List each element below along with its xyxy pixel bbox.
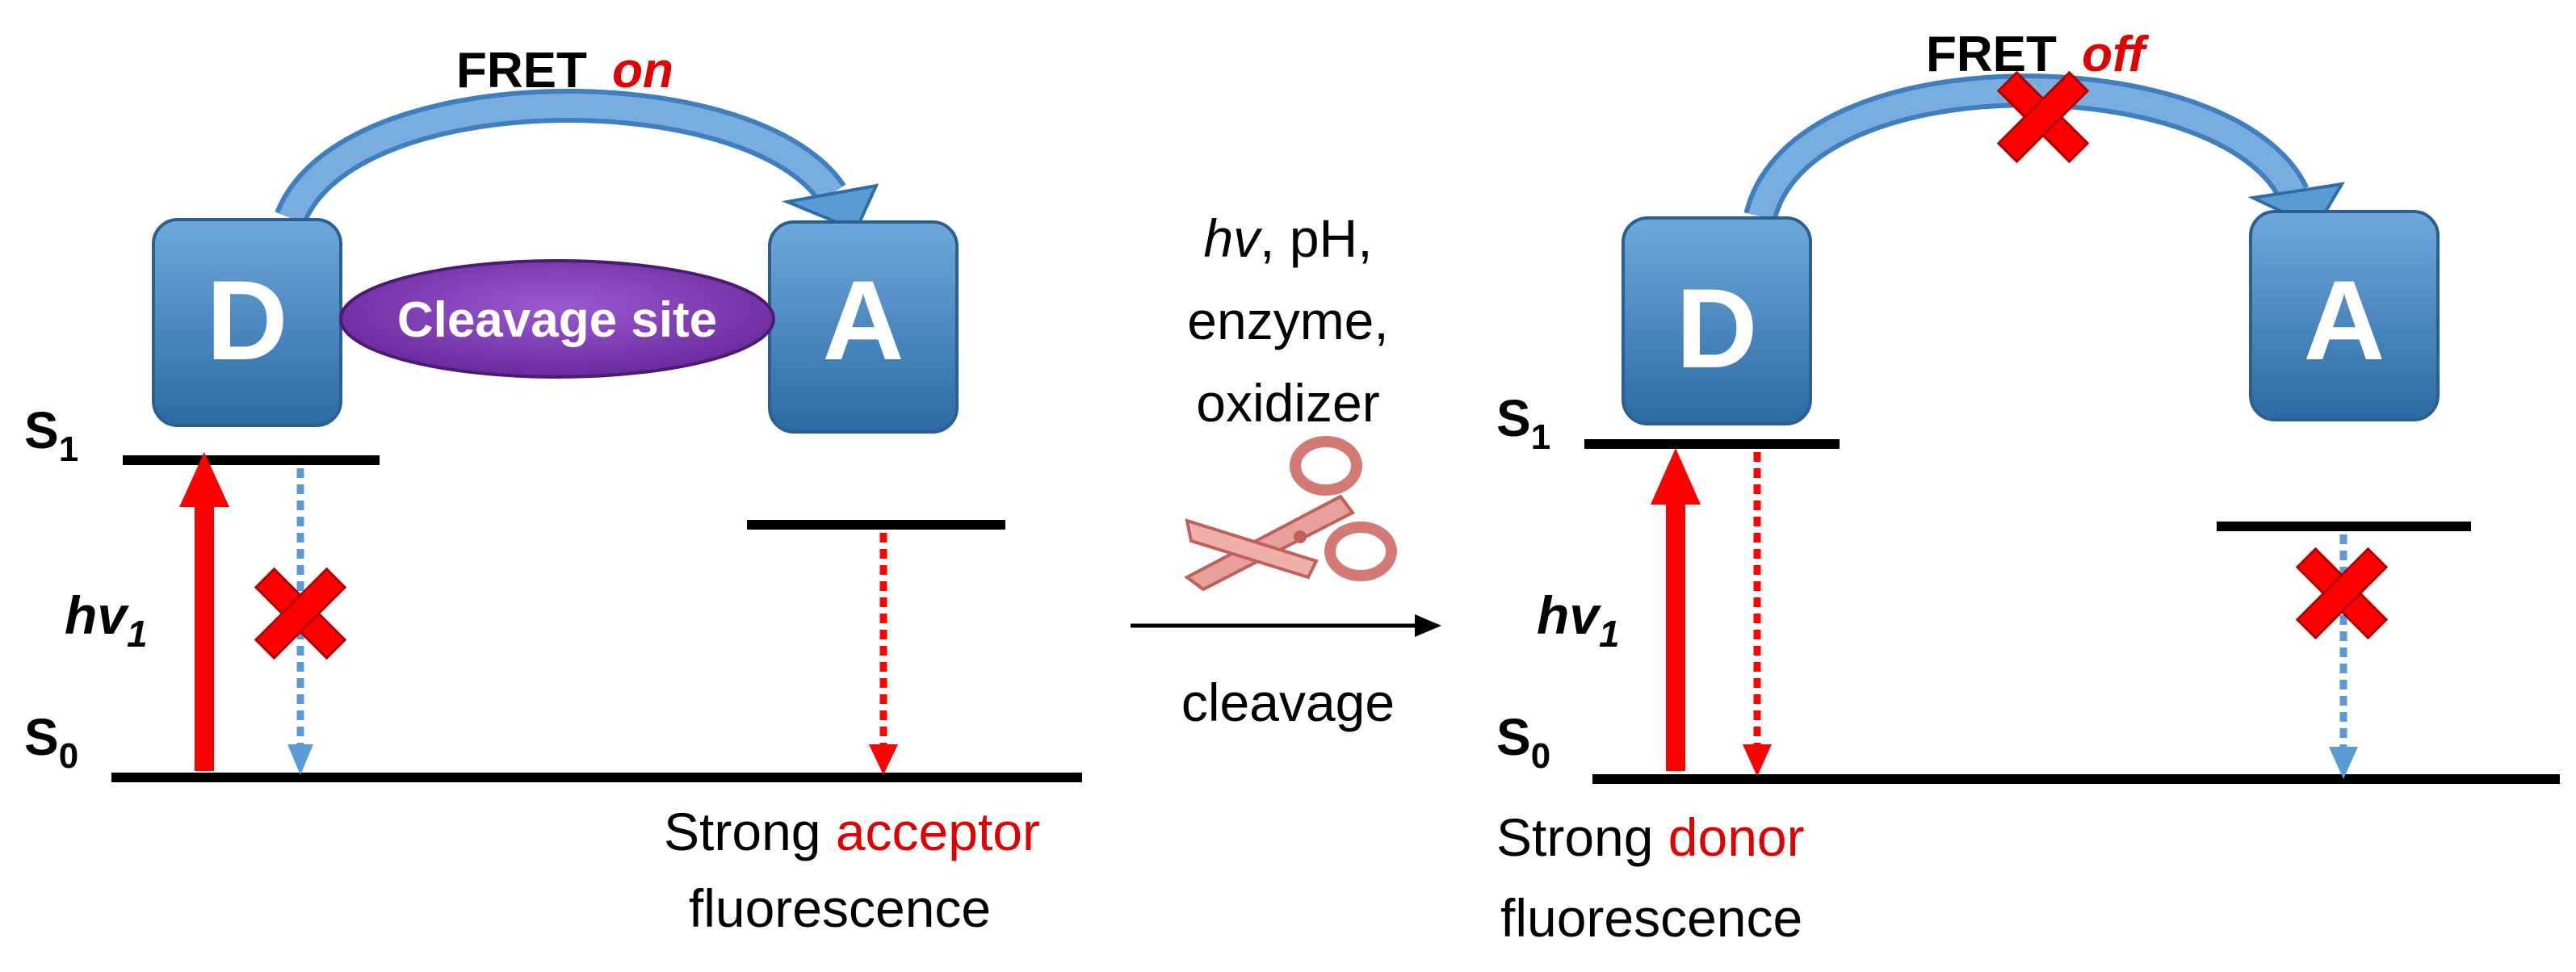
left-result-line2: fluorescence [689, 878, 991, 938]
right-block-x-icon [2295, 547, 2389, 640]
right-donor-emission-arrowhead [1743, 744, 1772, 777]
left-excitation-arrowhead [179, 452, 229, 507]
scissors-icon [1184, 436, 1397, 592]
trigger-line3: oxidizer [1196, 373, 1379, 433]
right-donor-letter: D [1676, 265, 1757, 392]
left-donor-letter: D [206, 257, 287, 383]
right-acceptor-letter: A [2303, 257, 2385, 383]
left-s1-label: S1 [24, 401, 78, 469]
left-result-line1: Strong acceptor [664, 802, 1040, 861]
left-acceptor-letter: A [822, 257, 904, 383]
left-fret-title: FRET on [456, 43, 673, 98]
center-process: hv, pH, enzyme, oxidizer cleavage [1131, 208, 1441, 732]
right-s1-label: S1 [1496, 389, 1550, 457]
right-acceptor-box [2249, 210, 2440, 421]
trigger-line1: hv, pH, [1203, 208, 1372, 268]
right-result-line2: fluorescence [1500, 888, 1802, 948]
trigger-line2: enzyme, [1187, 291, 1388, 350]
left-donor-emission-arrowhead [287, 744, 313, 775]
left-transfer-arrowhead [781, 183, 879, 233]
left-s0-label: S0 [24, 708, 78, 776]
right-panel: FRET off D A S1 S0 hv1 [1496, 27, 2560, 948]
right-fret-title: FRET off [1926, 27, 2150, 82]
left-panel: FRET on D A Cleavage site S1 S0 hv1 [24, 43, 1082, 938]
right-result-line1: Strong donor [1496, 807, 1805, 867]
cleavage-site-label: Cleavage site [397, 292, 717, 348]
process-arrowhead [1415, 614, 1441, 637]
right-hv-label: hv1 [1537, 585, 1620, 655]
right-s0-label: S0 [1496, 708, 1550, 776]
right-acceptor-emission-arrowhead [2329, 747, 2358, 779]
left-block-x-icon [254, 567, 347, 660]
right-donor-box [1622, 216, 1812, 425]
right-excitation-arrowhead [1651, 448, 1701, 505]
right-fret-block-x-icon [1996, 70, 2090, 164]
left-transfer-arrow [275, 89, 846, 225]
left-hv-label: hv1 [65, 585, 148, 655]
process-label: cleavage [1181, 672, 1395, 732]
left-acceptor-emission-arrowhead [869, 744, 898, 775]
cleavage-site-ellipse [339, 259, 775, 379]
